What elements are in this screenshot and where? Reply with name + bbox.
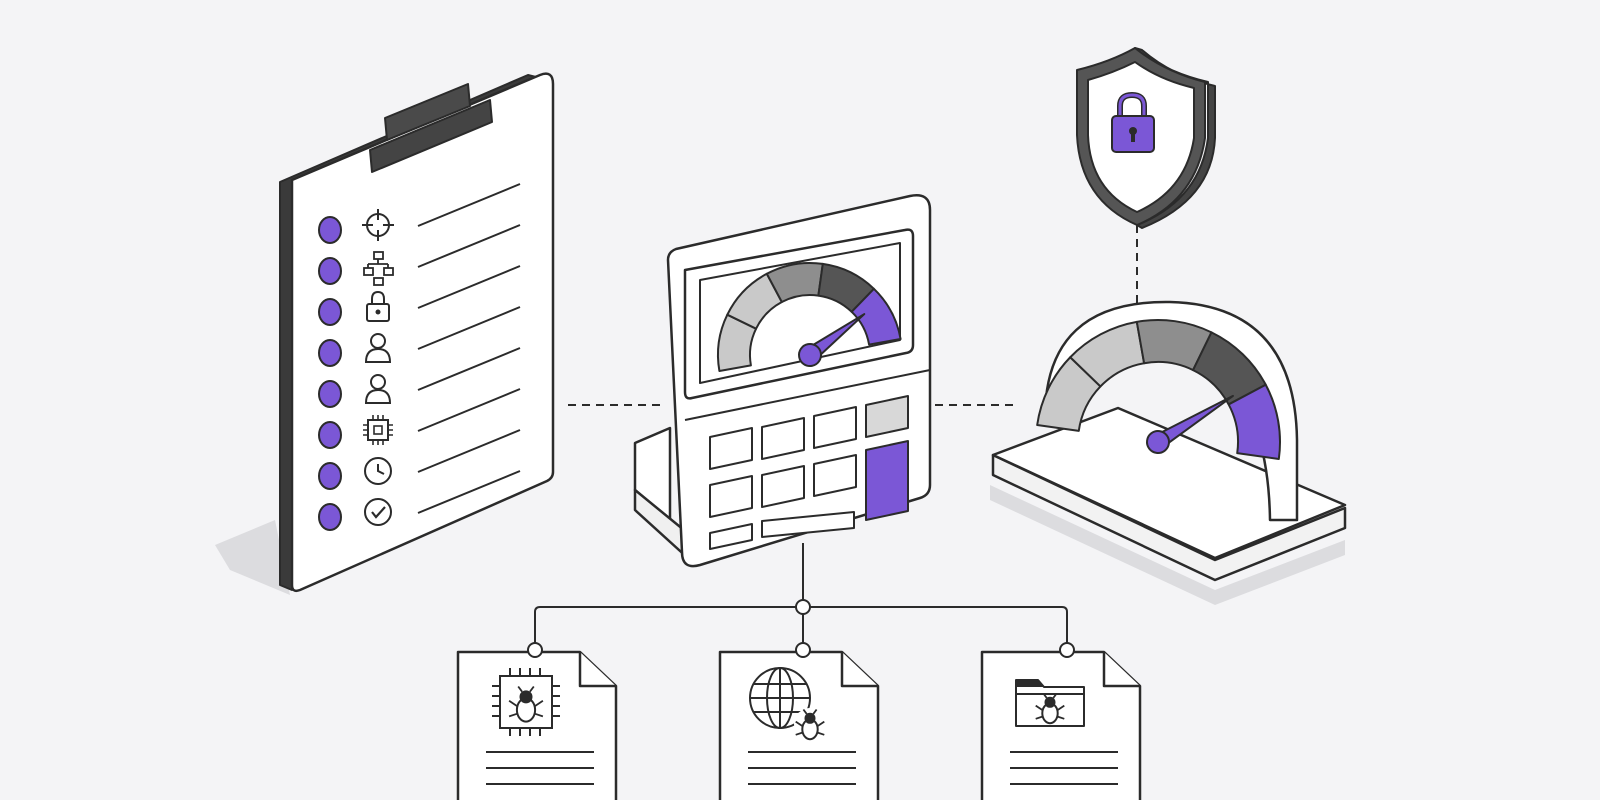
checklist-bullet xyxy=(318,298,342,326)
checklist-line xyxy=(417,224,521,268)
crosshair-icon xyxy=(362,209,394,241)
checklist-item xyxy=(318,183,521,244)
chip-bug-icon xyxy=(492,668,560,736)
checklist-item xyxy=(318,347,521,408)
calculator-key xyxy=(709,523,753,550)
checklist-line xyxy=(417,470,521,514)
checklist-bullet xyxy=(318,462,342,490)
report-document xyxy=(456,650,618,800)
checklist-line xyxy=(417,347,521,391)
padlock-icon xyxy=(1111,91,1155,153)
checklist-item xyxy=(318,388,521,449)
junction-middle xyxy=(795,642,811,658)
checklist-bullet xyxy=(318,339,342,367)
report-documents xyxy=(456,650,1142,800)
calculator-gauge xyxy=(717,262,902,372)
folder-bug-icon xyxy=(1015,679,1085,727)
checklist-line xyxy=(417,183,521,227)
lock-icon xyxy=(366,290,390,322)
clock-icon xyxy=(364,457,392,485)
speedometer-gauge xyxy=(1036,319,1281,460)
junction-left xyxy=(527,642,543,658)
shield xyxy=(1076,47,1216,229)
calculator-key xyxy=(761,417,805,460)
checklist-line xyxy=(417,429,521,473)
calculator-key xyxy=(865,395,909,438)
checklist-item xyxy=(318,470,521,531)
platform-shadow xyxy=(990,485,1345,605)
calculator xyxy=(633,194,932,568)
calculator-keypad xyxy=(709,395,909,550)
clipboard-board xyxy=(290,72,555,593)
checklist-line xyxy=(417,265,521,309)
user-icon xyxy=(364,374,392,404)
checklist-rows xyxy=(318,183,521,531)
checklist-line xyxy=(417,306,521,350)
checklist-bullet xyxy=(318,257,342,285)
checklist-item xyxy=(318,429,521,490)
calculator-key xyxy=(761,465,805,508)
report-document xyxy=(718,650,880,800)
gauge-segment xyxy=(1227,383,1281,460)
checklist-bullet xyxy=(318,503,342,531)
calculator-key xyxy=(761,511,855,538)
calculator-key-highlight xyxy=(865,440,909,521)
calculator-key xyxy=(709,427,753,470)
clip-base xyxy=(369,99,493,173)
chip-icon xyxy=(363,415,393,445)
checklist-line xyxy=(417,388,521,432)
checklist-item xyxy=(318,224,521,286)
user-icon xyxy=(364,333,392,363)
hierarchy-icon xyxy=(363,251,394,286)
platform-side xyxy=(991,453,1347,582)
calculator-divider xyxy=(684,369,931,421)
globe-bug-icon xyxy=(749,667,826,741)
clip-top xyxy=(384,83,471,141)
calculator-key xyxy=(813,406,857,449)
checklist-bullet xyxy=(318,216,342,244)
checklist-bullet xyxy=(318,380,342,408)
gauge-hub xyxy=(1146,430,1170,454)
checklist-item xyxy=(318,265,521,326)
checklist-bullet xyxy=(318,421,342,449)
junction-right xyxy=(1059,642,1075,658)
junction-dots xyxy=(527,599,1075,658)
calculator-key xyxy=(709,475,753,518)
junction-center xyxy=(795,599,811,615)
checklist-item xyxy=(318,306,521,367)
clipboard-shadow xyxy=(215,520,290,595)
report-document xyxy=(980,650,1142,800)
clipboard-checklist xyxy=(215,72,555,595)
calculator-key xyxy=(813,454,857,497)
speedometer-unit xyxy=(990,300,1347,605)
gauge-hub xyxy=(798,343,822,367)
check-circle-icon xyxy=(364,498,392,526)
